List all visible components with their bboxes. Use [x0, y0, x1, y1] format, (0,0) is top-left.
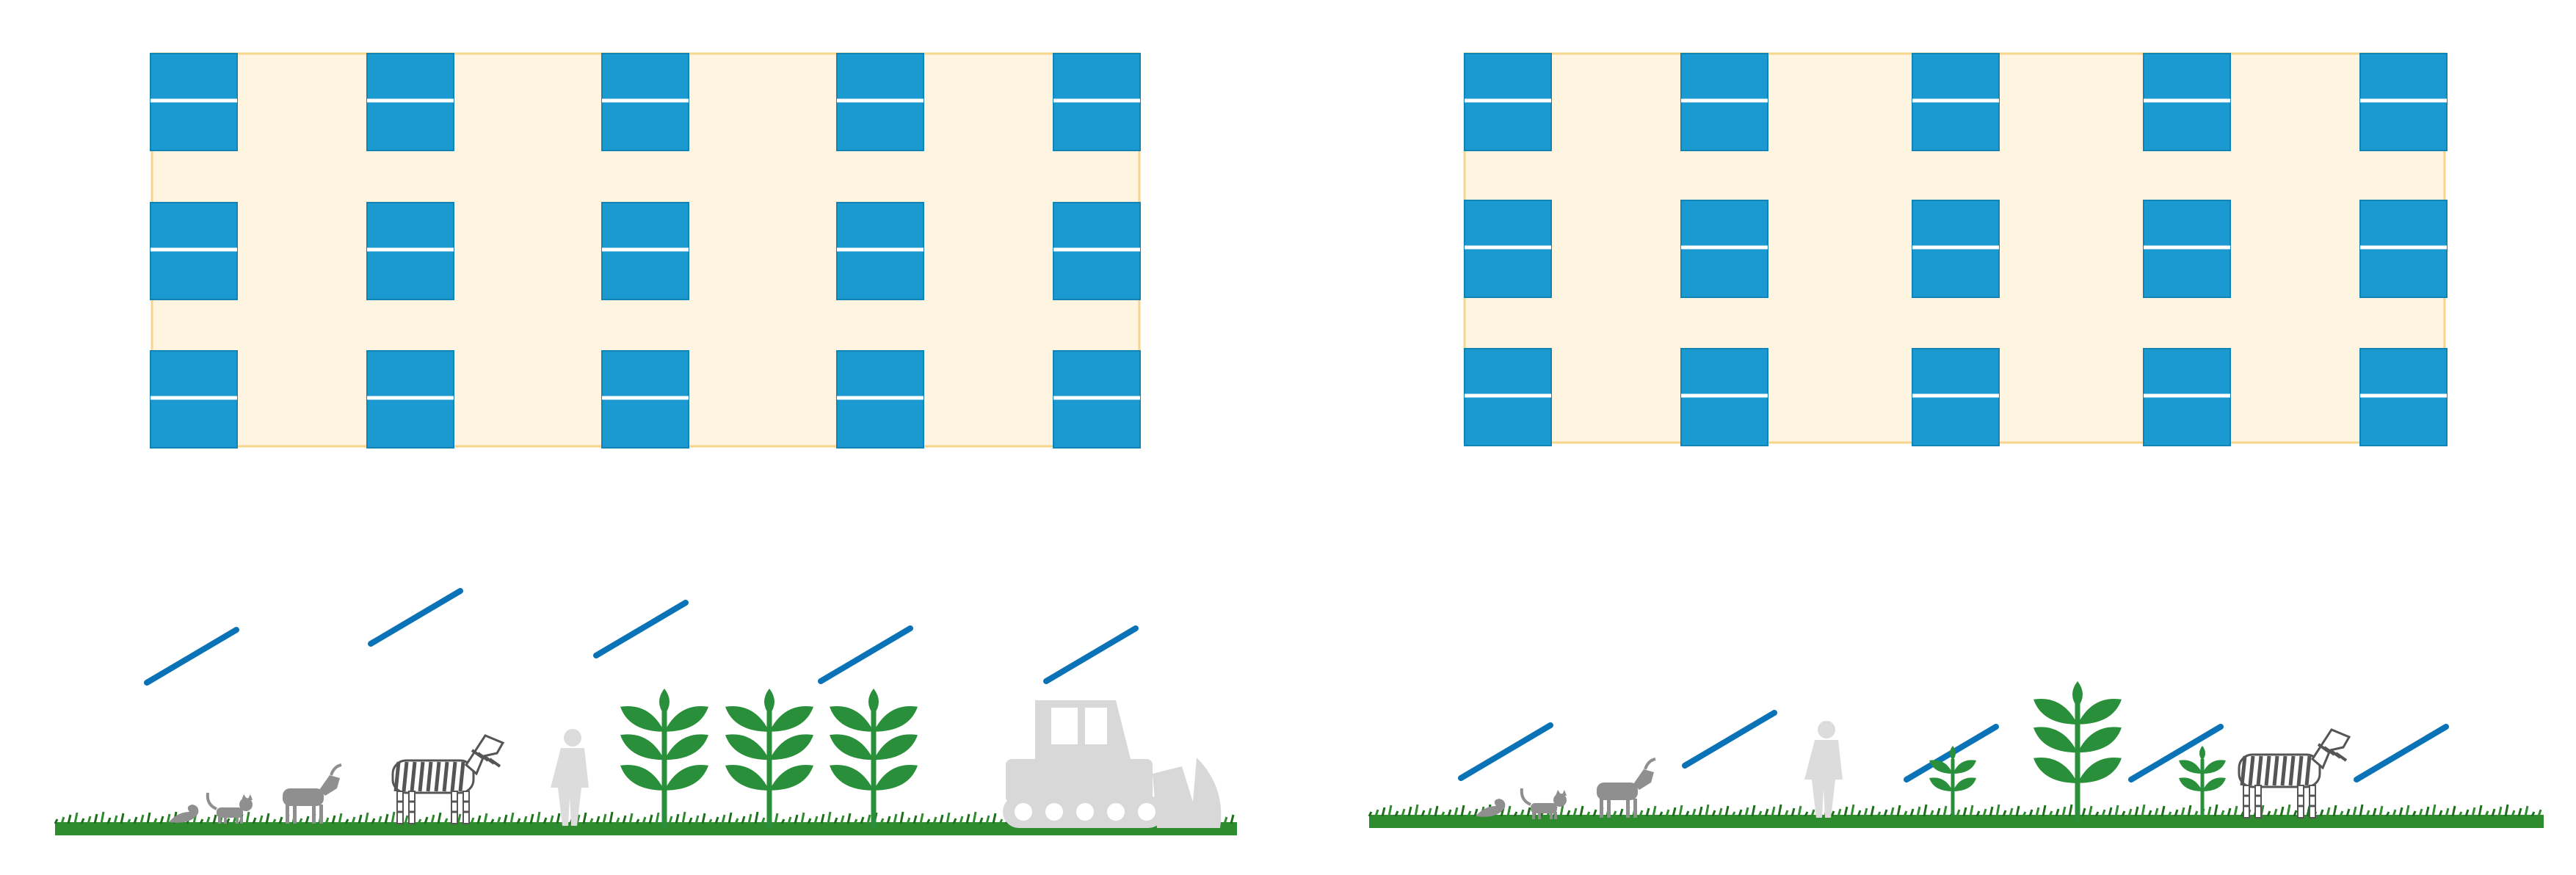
top-view-right — [1463, 52, 2448, 446]
side-view-left — [54, 588, 1237, 835]
solar-panel — [2143, 53, 2231, 151]
solar-panel — [1680, 200, 1768, 298]
tilted-panel — [2128, 724, 2224, 783]
tilted-panel — [368, 588, 463, 647]
solar-panel — [2359, 53, 2448, 151]
tall-plant-icon — [725, 689, 813, 828]
bird-icon — [169, 805, 199, 823]
cat-icon — [1520, 788, 1567, 819]
tall-plant-icon — [2033, 681, 2122, 821]
tilted-panel — [593, 600, 689, 658]
person-icon — [551, 729, 589, 826]
tall-plant-icon — [830, 689, 918, 828]
person-icon — [1804, 721, 1843, 818]
solar-panel — [1464, 348, 1552, 446]
goat-icon — [1597, 758, 1656, 818]
solar-panel — [1912, 348, 2000, 446]
solar-panel — [1053, 53, 1141, 151]
tilted-panel — [818, 625, 913, 684]
zebra-icon — [2238, 728, 2351, 818]
tilted-panel — [1043, 625, 1139, 684]
solar-panel — [601, 53, 689, 151]
solar-panel — [150, 53, 238, 151]
solar-panel — [601, 350, 689, 449]
solar-panel — [2359, 200, 2448, 298]
tilted-panel — [144, 627, 239, 686]
cat-icon — [206, 792, 253, 824]
solar-panel — [836, 53, 924, 151]
solar-panel — [601, 202, 689, 300]
side-view-right — [1368, 681, 2544, 828]
solar-panel — [1464, 53, 1552, 151]
small-plant-icon — [2179, 746, 2226, 818]
tilted-panel — [1682, 710, 1777, 769]
solar-panel — [836, 202, 924, 300]
bird-icon — [1476, 799, 1506, 817]
solar-panel — [1680, 53, 1768, 151]
solar-panel — [150, 350, 238, 449]
solar-panel — [836, 350, 924, 449]
solar-panel — [1053, 350, 1141, 449]
solar-panel — [2143, 348, 2231, 446]
tilted-panel — [2354, 724, 2449, 783]
zebra-icon — [391, 734, 505, 824]
solar-panel — [2143, 200, 2231, 298]
solar-panel — [1912, 200, 2000, 298]
solar-panel — [366, 202, 454, 300]
tilted-panel — [1458, 722, 1553, 781]
bulldozer-icon — [1003, 700, 1222, 828]
tall-plant-icon — [620, 689, 708, 828]
solar-panel — [150, 202, 238, 300]
solar-panel — [1912, 53, 2000, 151]
solar-panel — [1053, 202, 1141, 300]
solar-panel — [2359, 348, 2448, 446]
top-view-left — [150, 52, 1141, 449]
solar-panel — [366, 350, 454, 449]
solar-panel — [1464, 200, 1552, 298]
solar-panel — [1680, 348, 1768, 446]
goat-icon — [283, 763, 342, 824]
small-plant-icon — [1929, 746, 1976, 818]
solar-panel — [366, 53, 454, 151]
